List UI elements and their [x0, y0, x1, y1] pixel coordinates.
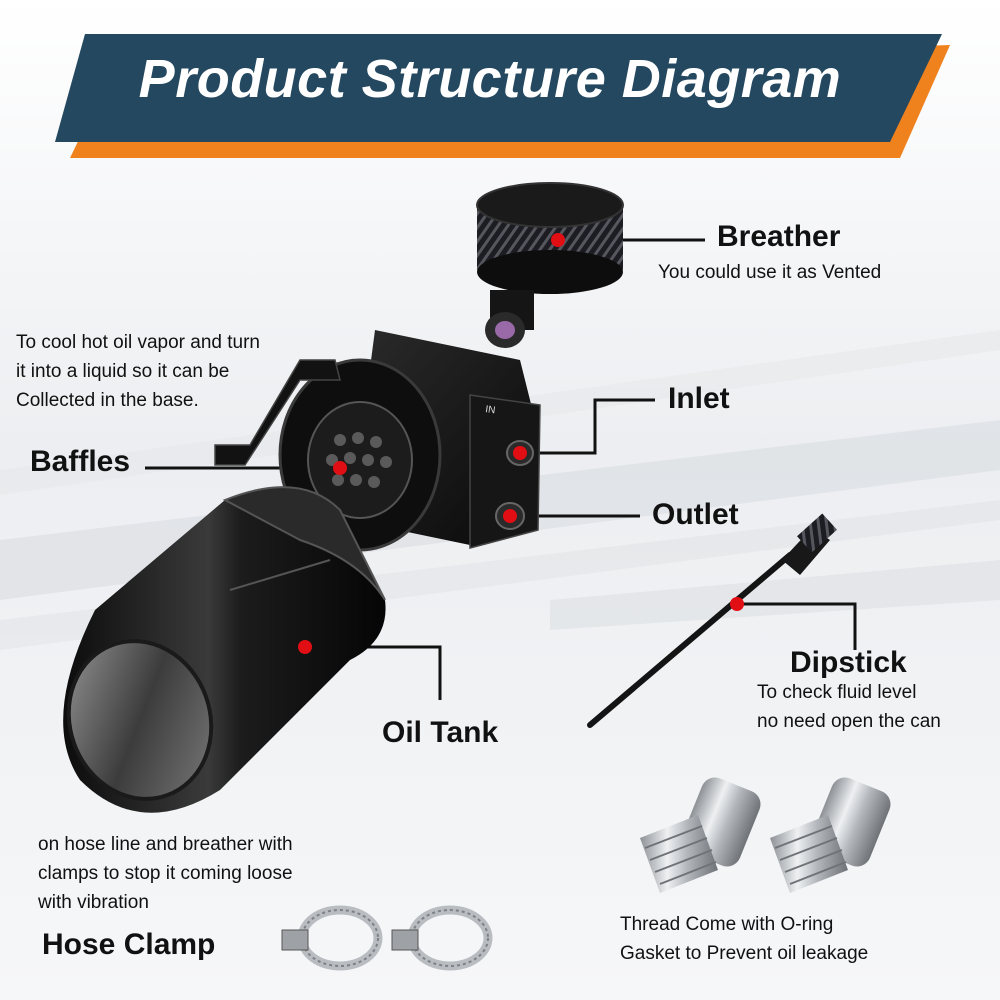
breather-description: You could use it as Vented [658, 262, 882, 283]
hose-clamp-label: Hose Clamp [42, 928, 216, 961]
hose-clamp-description-line: clamps to stop it coming loose [38, 863, 293, 884]
marker-oil-tank [298, 640, 312, 654]
breather-label: Breather [717, 220, 841, 253]
outlet-label: Outlet [652, 498, 739, 531]
baffles-description-line: it into a liquid so it can be [16, 361, 230, 382]
marker-outlet [503, 509, 517, 523]
baffles-description-line: To cool hot oil vapor and turn [16, 332, 260, 353]
dipstick-description: To check fluid level no need open the ca… [757, 678, 941, 736]
hose-clamp-right [391, 905, 493, 971]
marker-dipstick [730, 597, 744, 611]
marker-inlet [513, 446, 527, 460]
fittings-description-line: Thread Come with O-ring [620, 914, 834, 935]
breather-filter [476, 182, 624, 348]
marker-breather [551, 233, 565, 247]
dipstick-rod [587, 513, 837, 728]
hose-clamp-description: on hose line and breather with clamps to… [38, 830, 293, 917]
fitting-right [770, 777, 891, 893]
dipstick-label: Dipstick [790, 646, 907, 679]
hose-clamp-description-line: on hose line and breather with [38, 834, 293, 855]
dipstick-description-line: To check fluid level [757, 682, 917, 703]
markers [298, 233, 744, 654]
fittings-description-line: Gasket to Prevent oil leakage [620, 943, 869, 964]
hose-clamp-description-line: with vibration [38, 892, 149, 913]
oil-tank-body [63, 486, 386, 813]
dipstick-description-line: no need open the can [757, 711, 941, 732]
baffles-description: To cool hot oil vapor and turn it into a… [16, 328, 260, 415]
fitting-left [640, 777, 761, 893]
baffles-description-line: Collected in the base. [16, 390, 199, 411]
baffles-label: Baffles [30, 445, 131, 478]
marker-baffles [333, 461, 347, 475]
page-title: Product Structure Diagram [138, 49, 842, 109]
fittings-description: Thread Come with O-ring Gasket to Preven… [620, 910, 868, 968]
inlet-marking: IN [485, 404, 496, 416]
oil-tank-label: Oil Tank [382, 716, 499, 749]
banner [55, 34, 942, 142]
inlet-label: Inlet [668, 382, 730, 415]
hose-clamp-left [281, 905, 383, 971]
